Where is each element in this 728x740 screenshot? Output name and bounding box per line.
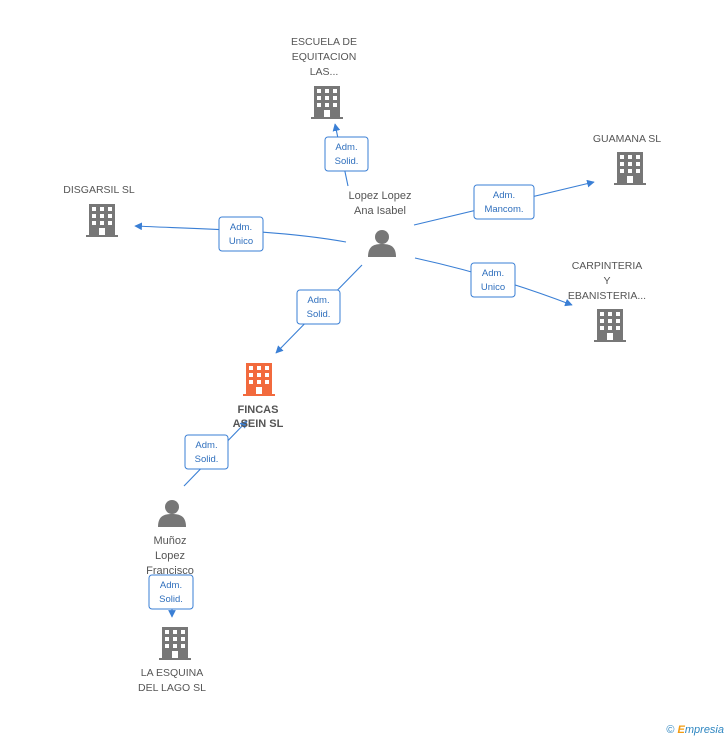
- brand-name: mpresia: [684, 724, 724, 736]
- edge-role-line-1: Adm.: [195, 440, 217, 451]
- node-disgarsil[interactable]: DISGARSIL SL: [63, 184, 135, 237]
- node-label-line: LA ESQUINA: [141, 667, 203, 679]
- edge-role-line-2: Solid.: [195, 454, 219, 465]
- edge-role-line-1: Adm.: [482, 268, 504, 279]
- edge-label-munoz-fincas: Adm. Solid.: [184, 434, 229, 470]
- edge-role-line-2: Solid.: [335, 156, 359, 167]
- node-label-line: EQUITACION: [292, 51, 357, 63]
- node-fincas[interactable]: FINCAS ASEIN SL: [233, 363, 284, 430]
- node-lopez[interactable]: Lopez Lopez Ana Isabel: [349, 190, 412, 257]
- node-guamana[interactable]: GUAMANA SL: [593, 133, 661, 185]
- node-label-line: Francisco: [146, 565, 194, 577]
- building-icon: [614, 152, 646, 185]
- node-label-line: ESCUELA DE: [291, 36, 357, 48]
- node-label-line: DISGARSIL SL: [63, 184, 135, 196]
- node-munoz[interactable]: Muñoz Lopez Francisco: [146, 500, 194, 577]
- edge-role-line-2: Mancom.: [484, 204, 523, 215]
- building-icon: [243, 363, 275, 396]
- node-label-line: Lopez: [155, 550, 185, 562]
- node-escuela[interactable]: ESCUELA DE EQUITACION LAS...: [291, 36, 357, 119]
- node-label-line: EBANISTERIA...: [568, 290, 646, 302]
- node-label-line: ASEIN SL: [233, 418, 284, 430]
- edge-role-line-2: Solid.: [307, 309, 331, 320]
- edge-label-lopez-guamana: Adm. Mancom.: [473, 184, 535, 220]
- edge-label-lopez-carpinteria: Adm. Unico: [470, 262, 516, 298]
- node-esquina[interactable]: LA ESQUINA DEL LAGO SL: [138, 627, 206, 694]
- edge-label-lopez-fincas: Adm. Solid.: [296, 289, 341, 325]
- node-label-line: Lopez Lopez: [349, 190, 412, 202]
- node-label-line: GUAMANA SL: [593, 133, 661, 145]
- building-icon: [86, 204, 118, 237]
- node-label-line: Y: [603, 275, 610, 287]
- edge-role-line-1: Adm.: [160, 580, 182, 591]
- edge-role-line-1: Adm.: [307, 295, 329, 306]
- person-icon: [368, 230, 396, 257]
- edge-role-line-1: Adm.: [493, 190, 515, 201]
- empresia-watermark: ©Empresia: [666, 724, 724, 736]
- node-label-line: Muñoz: [153, 535, 186, 547]
- edge-role-line-2: Unico: [229, 236, 253, 247]
- building-icon: [594, 309, 626, 342]
- building-icon: [311, 86, 343, 119]
- edge-label-munoz-esquina: Adm. Solid.: [148, 574, 194, 610]
- edge-role-line-1: Adm.: [335, 142, 357, 153]
- copyright-symbol: ©: [666, 724, 675, 736]
- node-label-line: Ana Isabel: [354, 205, 406, 217]
- node-label-line: DEL LAGO SL: [138, 682, 206, 694]
- building-icon: [159, 627, 191, 660]
- node-label-line: CARPINTERIA: [572, 260, 643, 272]
- edge-role-line-2: Solid.: [159, 594, 183, 605]
- node-label-line: LAS...: [310, 66, 339, 78]
- edge-role-line-2: Unico: [481, 282, 505, 293]
- edge-role-line-1: Adm.: [230, 222, 252, 233]
- brand-initial: E: [677, 724, 685, 736]
- node-carpinteria[interactable]: CARPINTERIA Y EBANISTERIA...: [568, 260, 646, 342]
- edge-label-lopez-escuela: Adm. Solid.: [324, 136, 369, 172]
- node-label-line: FINCAS: [238, 404, 279, 416]
- edge-label-lopez-disgarsil: Adm. Unico: [218, 216, 264, 252]
- person-icon: [158, 500, 186, 527]
